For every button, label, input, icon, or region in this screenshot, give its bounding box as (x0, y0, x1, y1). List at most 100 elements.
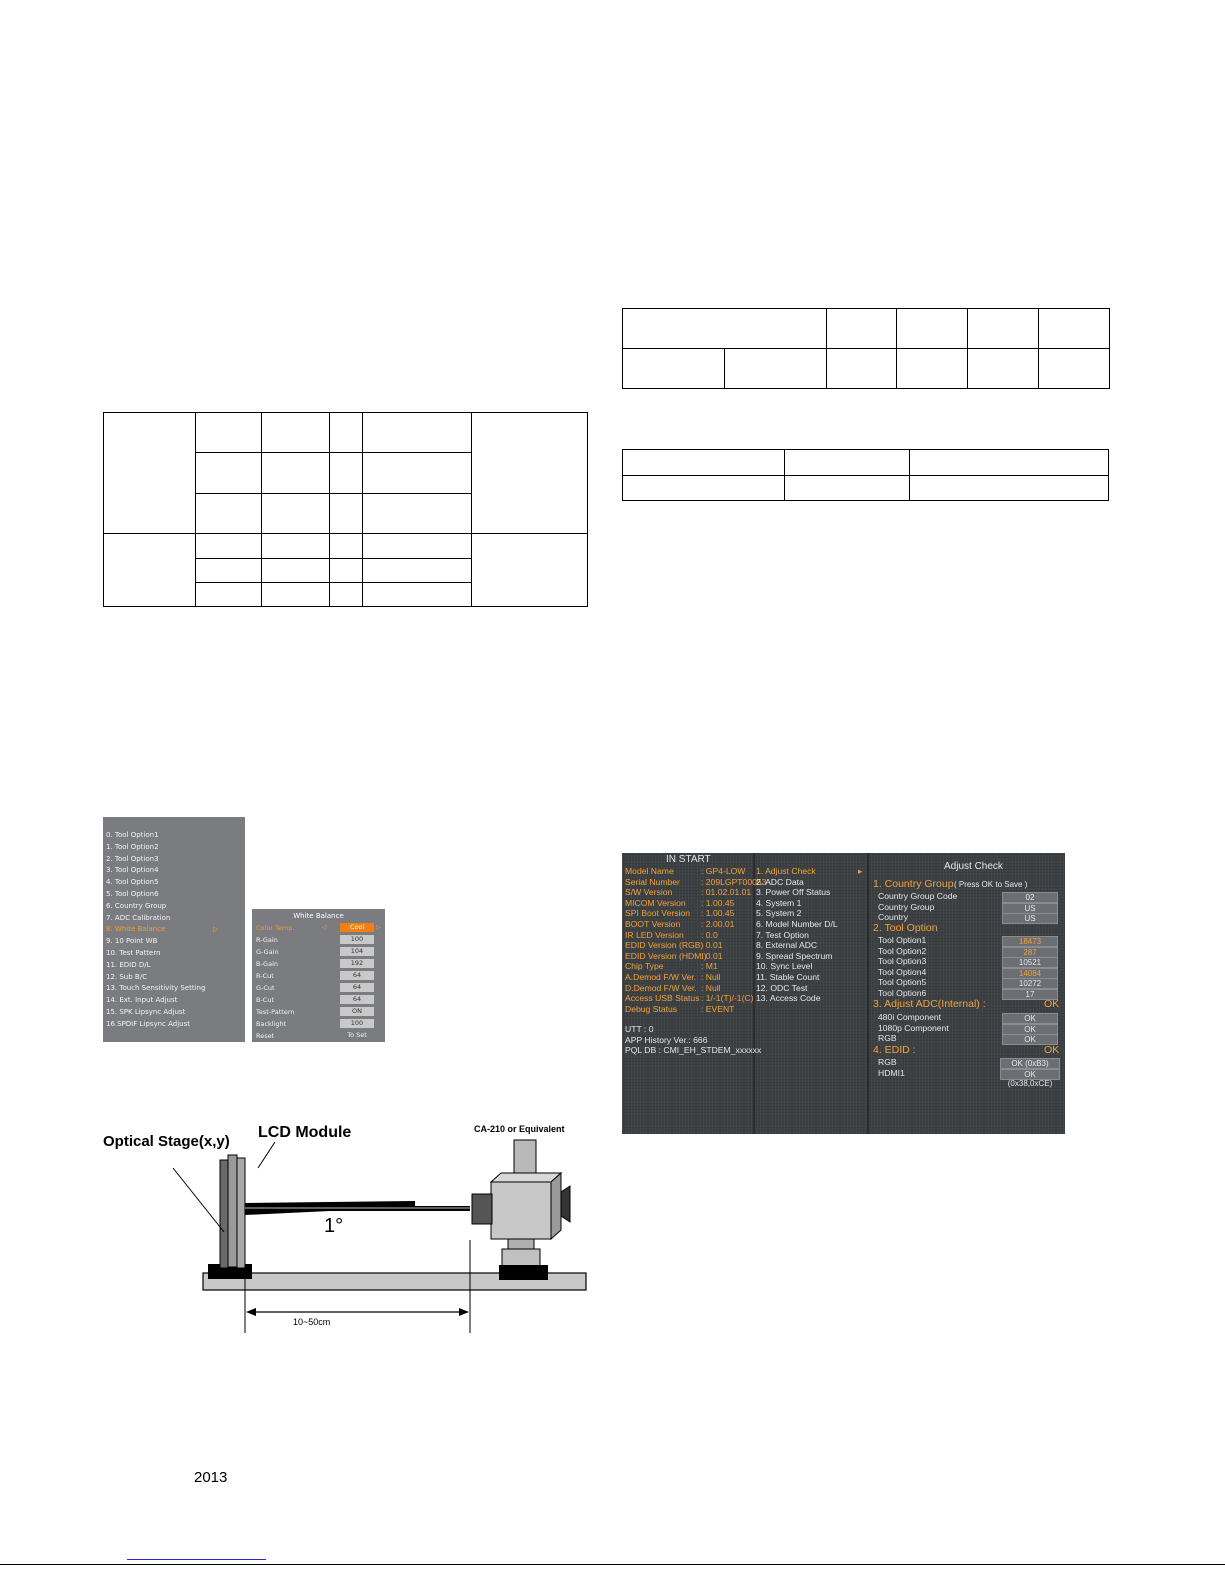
wb-row-value: 64 (340, 971, 374, 980)
service-menu-item[interactable]: 0. Tool Option1 (106, 831, 159, 839)
wb-row-label: R-Gain (256, 936, 278, 944)
wb-row[interactable]: B-Cut 64 (256, 995, 382, 1005)
wb-row-label: Test-Pattern (256, 1008, 295, 1016)
adjust-menu-item[interactable]: 13. Access Code (756, 993, 821, 1004)
in-start-value: : M1 (701, 961, 718, 972)
adjust-menu-item[interactable]: 9. Spread Spectrum (756, 950, 833, 961)
in-start-extra: PQL DB : CMI_EH_STDEM_xxxxxx (625, 1045, 762, 1056)
meter-body (490, 1181, 552, 1240)
service-menu-item[interactable]: 2. Tool Option3 (106, 854, 159, 863)
edid-row-value: OK (0xB3) (1000, 1058, 1060, 1069)
wb-row-value: 64 (340, 995, 374, 1004)
service-menu-item[interactable]: 15. SPK Lipsync Adjust (106, 1008, 186, 1016)
country-group-note: ( Press OK to Save ) (954, 880, 1028, 889)
wb-row-value: ON (340, 1007, 374, 1016)
adjust-menu-item[interactable]: 5. System 2 (756, 908, 802, 919)
service-menu-item[interactable]: 1. Tool Option2 (106, 842, 159, 851)
distance-label: 10~50cm (293, 1317, 331, 1327)
in-start-value: : 1.00.45 (701, 897, 735, 908)
adjust-menu-item[interactable]: 11. Stable Count (756, 972, 820, 982)
wb-row-value: Cool (340, 923, 374, 932)
wb-row-label: B-Cut (256, 996, 275, 1004)
service-menu-item[interactable]: 12. Sub B/C (106, 972, 147, 981)
adjust-menu-item[interactable]: 2. ADC Data (756, 876, 804, 887)
photo-divider-1 (753, 853, 755, 1134)
service-menu-item[interactable]: 11. EDID D/L (106, 960, 151, 969)
in-start-value: : 1.00.45 (701, 908, 735, 919)
service-menu-item[interactable]: 4. Tool Option5 (106, 878, 159, 887)
wb-row-value: 192 (340, 959, 374, 968)
adjust-check-title: Adjust Check (944, 861, 1003, 872)
in-start-key: S/W Version (625, 887, 673, 898)
adjust-row-key: Country Group Code (878, 891, 958, 901)
adjust-menu-item[interactable]: 1. Adjust Check (756, 866, 816, 876)
wb-row-value: 100 (340, 935, 374, 944)
wb-row-label: G-Gain (256, 948, 279, 956)
wb-row-value: 100 (340, 1019, 374, 1028)
spec-table-left (103, 412, 588, 607)
adjust-menu-item[interactable]: 6. Model Number D/L (756, 919, 838, 929)
adjust-row-value: 10521 (1002, 957, 1058, 969)
adjust-row-key: Country (878, 912, 909, 923)
right-arrow-icon[interactable]: ▷ (376, 925, 381, 931)
adjust-menu-item[interactable]: 4. System 1 (756, 897, 802, 908)
adjust-row-value: 287 (1002, 946, 1058, 958)
service-menu-item[interactable]: 6. Country Group (106, 901, 167, 910)
service-menu-item[interactable]: 8. White Balance (106, 925, 166, 934)
in-start-key: D.Demod F/W Ver. (625, 982, 697, 993)
service-menu-item[interactable]: 5. Tool Option6 (106, 890, 159, 898)
service-menu-item[interactable]: 13. Touch Sensitivity Setting (106, 984, 206, 993)
adjust-menu-item[interactable]: 12. ODC Test (756, 982, 808, 993)
adjust-row-key: Tool Option6 (878, 988, 927, 998)
measurement-diagram: Optical Stage(x,y) LCD Module CA-210 or … (100, 1120, 600, 1340)
country-group-header: 1. Country Group (873, 878, 954, 890)
service-menu-item[interactable]: 7. ADC Calibration (106, 913, 171, 922)
adjust-row-key: Tool Option3 (878, 956, 927, 967)
wb-row[interactable]: Color Temp.Cool (256, 923, 382, 933)
base-plate (202, 1272, 587, 1291)
service-menu-item[interactable]: 3. Tool Option4 (106, 866, 159, 875)
lcd-module-label: LCD Module (258, 1124, 352, 1141)
adjust-menu-item[interactable]: 8. External ADC (756, 940, 818, 951)
adjust-row-value: US (1002, 913, 1058, 925)
tool-option-header: 2. Tool Option (873, 922, 938, 934)
chevron-right-icon: ▷ (213, 926, 219, 934)
adjust-row-value: 14084 (1002, 967, 1058, 979)
footer-year: 2013 (194, 1469, 228, 1486)
in-start-key: Debug Status (625, 1003, 678, 1014)
service-menu-item[interactable]: 14. Ext. Input Adjust (106, 996, 178, 1005)
service-menu-item[interactable]: 9. 10 Point WB (106, 937, 158, 946)
adjust-row-value: 18473 (1002, 936, 1058, 947)
service-menu-item[interactable]: 16.SPDIF Lipsync Adjust (106, 1019, 190, 1028)
service-menu: 0. Tool Option1 1. Tool Option2 2. Tool Op… (103, 817, 245, 1042)
wb-row[interactable]: R-Gain 100 (256, 935, 382, 945)
adjust-menu-item[interactable]: 10. Sync Level (756, 961, 813, 972)
in-start-value: : EVENT (701, 1003, 735, 1014)
adjust-menu-item[interactable]: 7. Test Option (756, 929, 809, 940)
service-menu-item[interactable]: 10. Test Pattern (106, 949, 161, 957)
in-start-value: : 0.01 (701, 950, 723, 961)
adjust-row-value: US (1002, 902, 1058, 914)
adjust-row-value: OK (1002, 1013, 1058, 1024)
edid-status: OK (1044, 1044, 1060, 1056)
meter-top (489, 1172, 563, 1183)
optical-stage-label: Optical Stage(x,y) (103, 1133, 230, 1150)
meter-stand-neck (507, 1238, 535, 1250)
in-start-value: : 209LGPT00053 (701, 876, 767, 887)
wb-row[interactable]: Test-Pattern ON (256, 1007, 382, 1017)
adjust-row-key: 1080p Component (878, 1022, 949, 1033)
adjust-row-value: 02 (1002, 892, 1058, 903)
meter-foot (499, 1265, 548, 1280)
in-start-extra: UTT : 0 (625, 1024, 654, 1034)
left-arrow-icon[interactable]: ◁ (322, 925, 327, 931)
adjust-adc-header: 3. Adjust ADC(Internal) : (873, 998, 986, 1010)
in-start-value: : Null (701, 972, 721, 982)
adjust-menu-item[interactable]: 3. Power Off Status (756, 887, 831, 898)
